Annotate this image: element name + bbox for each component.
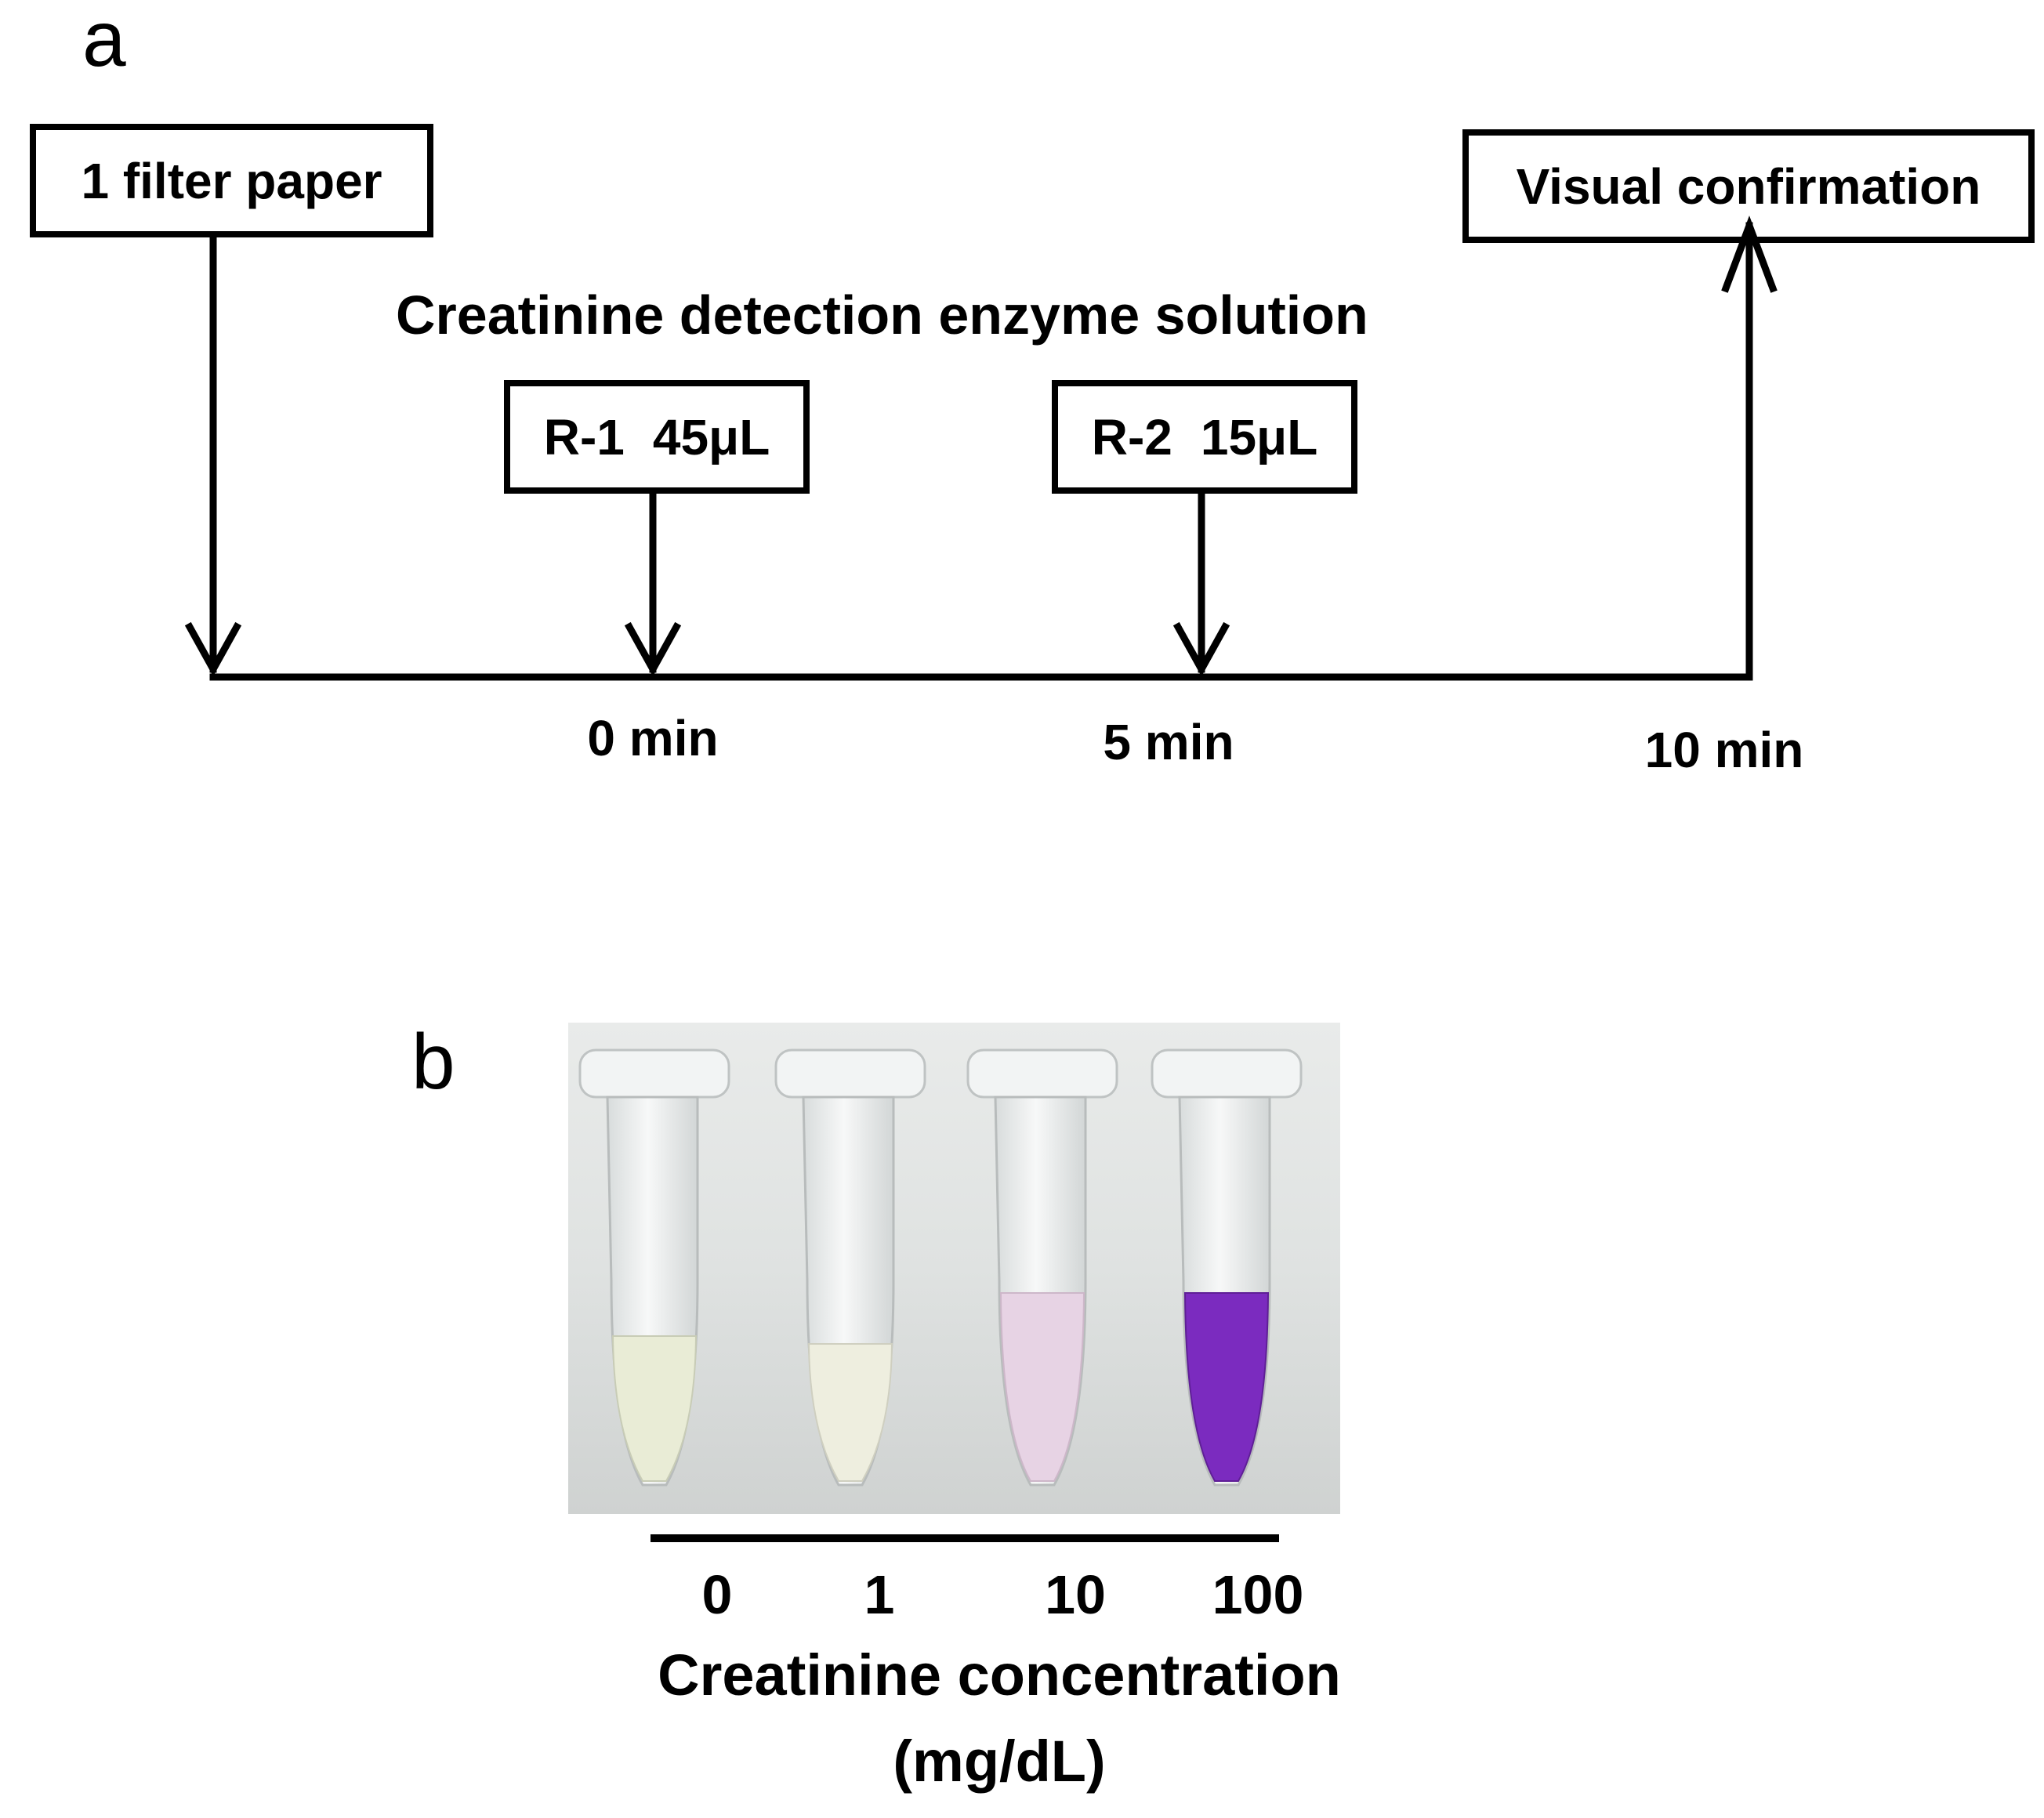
time-label-10: 10 min	[1644, 722, 1804, 778]
reagent-r1-box: R-1 45μL	[504, 380, 810, 494]
visual-confirmation-label: Visual confirmation	[1516, 158, 1981, 215]
time-label-0: 0 min	[587, 710, 719, 766]
tube-2	[966, 1048, 1118, 1487]
r1-arrowhead	[624, 621, 682, 677]
tubes-photo	[568, 1023, 1340, 1514]
panel-b-label: b	[411, 1018, 455, 1106]
filter-paper-box: 1 filter paper	[30, 124, 433, 237]
r2-arrowhead	[1172, 621, 1230, 677]
concentration-axis-unit: (mg/dL)	[893, 1729, 1106, 1794]
reagent-r2-volume: 15μL	[1200, 408, 1318, 465]
tube-0	[578, 1048, 730, 1487]
reagent-r1-volume: 45μL	[652, 408, 770, 465]
tube-1	[774, 1048, 926, 1487]
reagent-r2-name: R-2	[1091, 408, 1172, 465]
concentration-axis-title: Creatinine concentration	[658, 1642, 1341, 1708]
concentration-label-10: 10	[1045, 1564, 1106, 1625]
reagent-r1-name: R-1	[543, 408, 625, 465]
confirmation-arrowhead	[1721, 215, 1778, 293]
enzyme-solution-heading: Creatinine detection enzyme solution	[396, 284, 1368, 346]
concentration-label-100: 100	[1212, 1564, 1304, 1625]
concentration-label-0: 0	[701, 1564, 733, 1625]
filter-paper-arrowhead	[184, 621, 242, 677]
panel-a-label: a	[82, 0, 126, 83]
concentration-label-1: 1	[864, 1564, 895, 1625]
time-label-5: 5 min	[1103, 714, 1234, 770]
filter-paper-label: 1 filter paper	[81, 152, 382, 209]
visual-confirmation-box: Visual confirmation	[1462, 129, 2035, 243]
tube-3	[1151, 1048, 1303, 1487]
